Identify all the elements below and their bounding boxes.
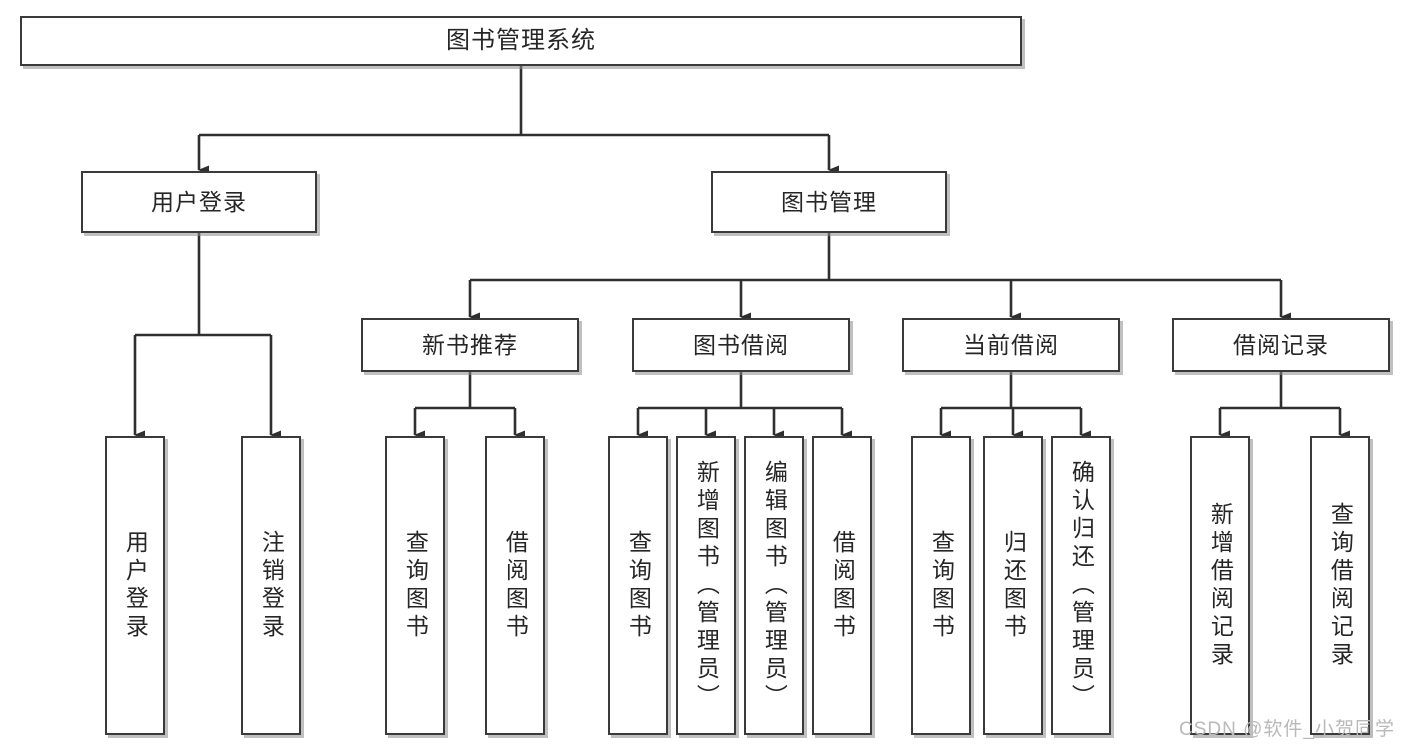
node-label: 查询借阅记录 — [1327, 501, 1354, 670]
node-label: 图书借阅 — [693, 331, 789, 358]
node-label: 归还图书 — [1000, 529, 1027, 642]
node-label: 当前借阅 — [963, 331, 1059, 358]
node-label: 新增图书（管理员） — [693, 459, 720, 712]
node-r2[interactable]: 查询借阅记录 — [1310, 436, 1370, 735]
node-label: 借阅记录 — [1233, 331, 1329, 358]
node-label: 新增借阅记录 — [1207, 501, 1234, 670]
watermark: CSDN @软件_小贺同学 — [1179, 719, 1395, 740]
node-root[interactable]: 图书管理系统 — [20, 16, 1022, 66]
node-label: 查询图书 — [402, 529, 429, 642]
node-borrow[interactable]: 图书借阅 — [632, 318, 850, 372]
node-label: 用户登录 — [122, 529, 149, 642]
node-label: 查询图书 — [625, 529, 652, 642]
node-l1[interactable]: 用户登录 — [105, 436, 165, 735]
node-current[interactable]: 当前借阅 — [902, 318, 1120, 372]
node-newbook[interactable]: 新书推荐 — [361, 318, 579, 372]
node-records[interactable]: 借阅记录 — [1172, 318, 1390, 372]
node-l2[interactable]: 注销登录 — [241, 436, 301, 735]
node-label: 图书管理系统 — [446, 27, 596, 54]
node-c2[interactable]: 归还图书 — [983, 436, 1043, 735]
node-r1[interactable]: 新增借阅记录 — [1190, 436, 1250, 735]
node-b2[interactable]: 新增图书（管理员） — [676, 436, 736, 735]
node-n1[interactable]: 查询图书 — [385, 436, 445, 735]
node-login[interactable]: 用户登录 — [81, 171, 317, 233]
node-c1[interactable]: 查询图书 — [911, 436, 971, 735]
node-b3[interactable]: 编辑图书（管理员） — [744, 436, 804, 735]
node-label: 查询图书 — [928, 529, 955, 642]
node-label: 注销登录 — [258, 529, 285, 642]
node-label: 编辑图书（管理员） — [761, 459, 788, 712]
node-label: 图书管理 — [781, 188, 877, 215]
node-label: 确认归还（管理员） — [1068, 459, 1095, 712]
node-label: 借阅图书 — [829, 529, 856, 642]
node-bookmgmt[interactable]: 图书管理 — [711, 171, 947, 233]
node-b4[interactable]: 借阅图书 — [812, 436, 872, 735]
node-label: 用户登录 — [151, 188, 247, 215]
node-label: 新书推荐 — [422, 331, 518, 358]
node-b1[interactable]: 查询图书 — [608, 436, 668, 735]
node-label: 借阅图书 — [502, 529, 529, 642]
node-c3[interactable]: 确认归还（管理员） — [1051, 436, 1111, 735]
node-n2[interactable]: 借阅图书 — [485, 436, 545, 735]
